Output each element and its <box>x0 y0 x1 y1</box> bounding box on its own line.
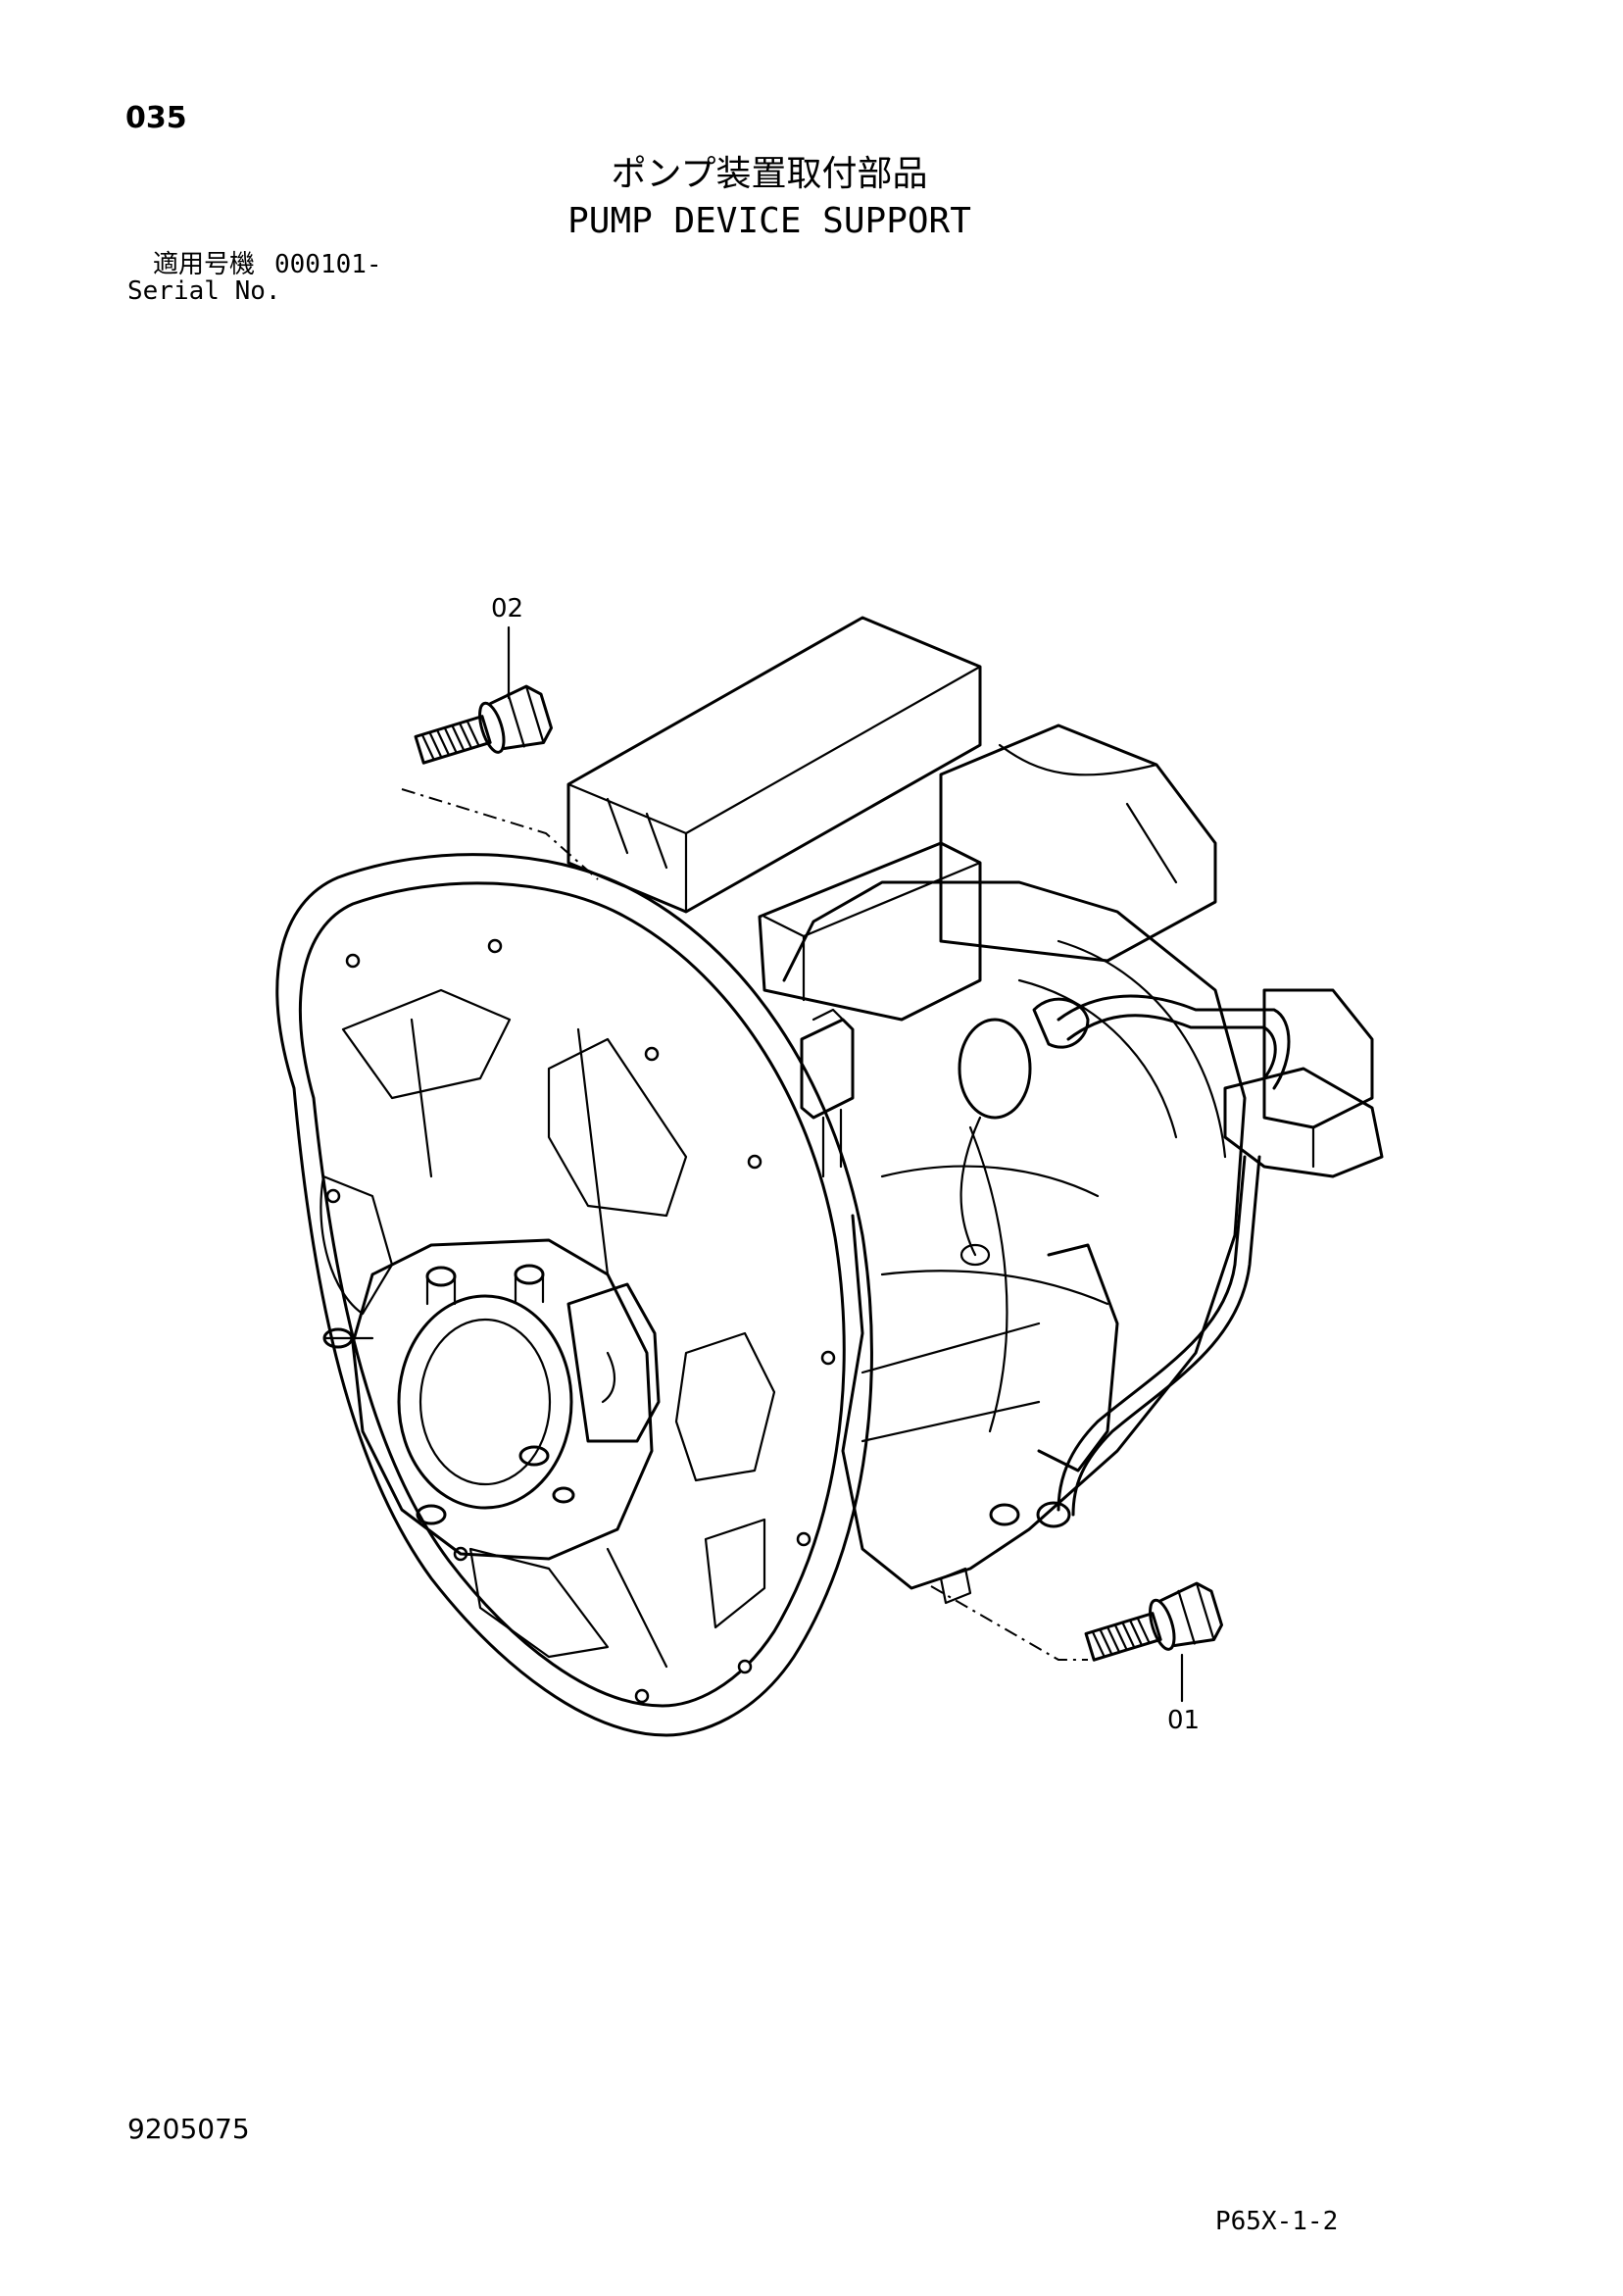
connector-block <box>1223 988 1384 1178</box>
page-number: 035 <box>125 101 187 135</box>
pump-body <box>782 880 1247 1605</box>
serial-label-jp: 適用号機 <box>153 250 256 279</box>
serial-label-en: Serial No. <box>127 276 281 306</box>
top-box-upper <box>566 616 982 914</box>
bolt-icon[interactable] <box>1081 1580 1225 1675</box>
serial-value: 000101- <box>274 250 382 279</box>
callout-part-01[interactable]: 01 <box>1167 1706 1201 1735</box>
document-number: 9205075 <box>127 2113 250 2145</box>
sheet-code: P65X-1-2 <box>1215 2207 1339 2236</box>
leader-02 <box>401 625 599 880</box>
callout-part-02[interactable]: 02 <box>491 594 524 624</box>
bell-housing <box>275 853 873 1737</box>
top-box-rear <box>939 724 1217 963</box>
hose-lines <box>1032 994 1291 1517</box>
leader-01 <box>930 1585 1184 1703</box>
bolt-icon[interactable] <box>411 683 555 778</box>
plug-connector <box>800 1008 855 1178</box>
page-title-en: PUMP DEVICE SUPPORT <box>567 201 971 241</box>
coupling-hub <box>322 1238 661 1561</box>
top-box-lower <box>758 841 982 1022</box>
page-title-jp: ポンプ装置取付部品 <box>611 154 928 194</box>
